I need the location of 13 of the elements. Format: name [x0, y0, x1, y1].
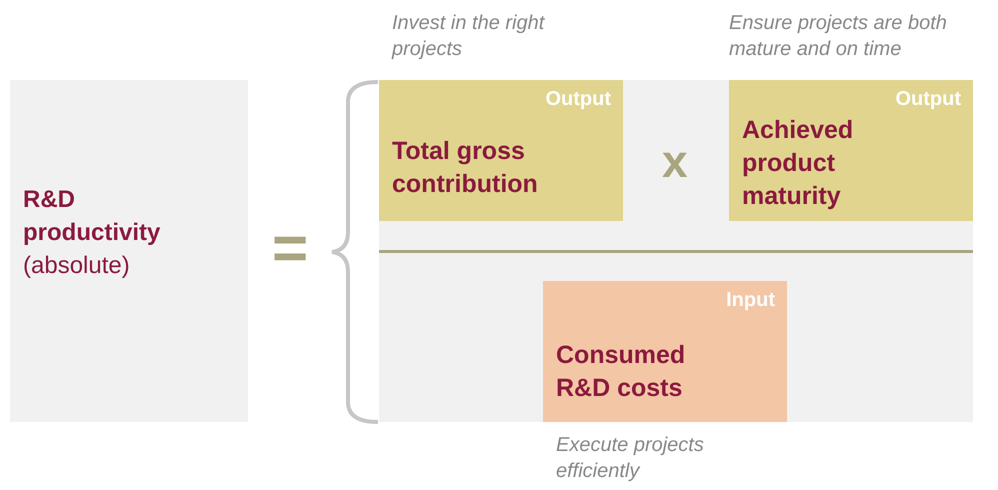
caption-text: Execute projects efficiently — [556, 433, 705, 484]
node-title: Total gross contribution — [392, 136, 539, 200]
caption-text: Ensure projects are both mature and on time — [729, 11, 948, 62]
node-title: Consumed R&D costs — [556, 340, 686, 404]
tag-label: Input — [726, 288, 775, 313]
node-subtitle: (absolute) — [23, 251, 131, 281]
caption-text: Invest in the right projects — [392, 11, 546, 62]
tag-label: Output — [545, 87, 611, 112]
node-title: Achieved product maturity — [742, 115, 854, 212]
multiply-sign: x — [662, 138, 688, 184]
equals-sign: = — [272, 218, 308, 280]
node-title: R&D productivity — [23, 185, 162, 248]
tag-label: Output — [895, 87, 961, 112]
